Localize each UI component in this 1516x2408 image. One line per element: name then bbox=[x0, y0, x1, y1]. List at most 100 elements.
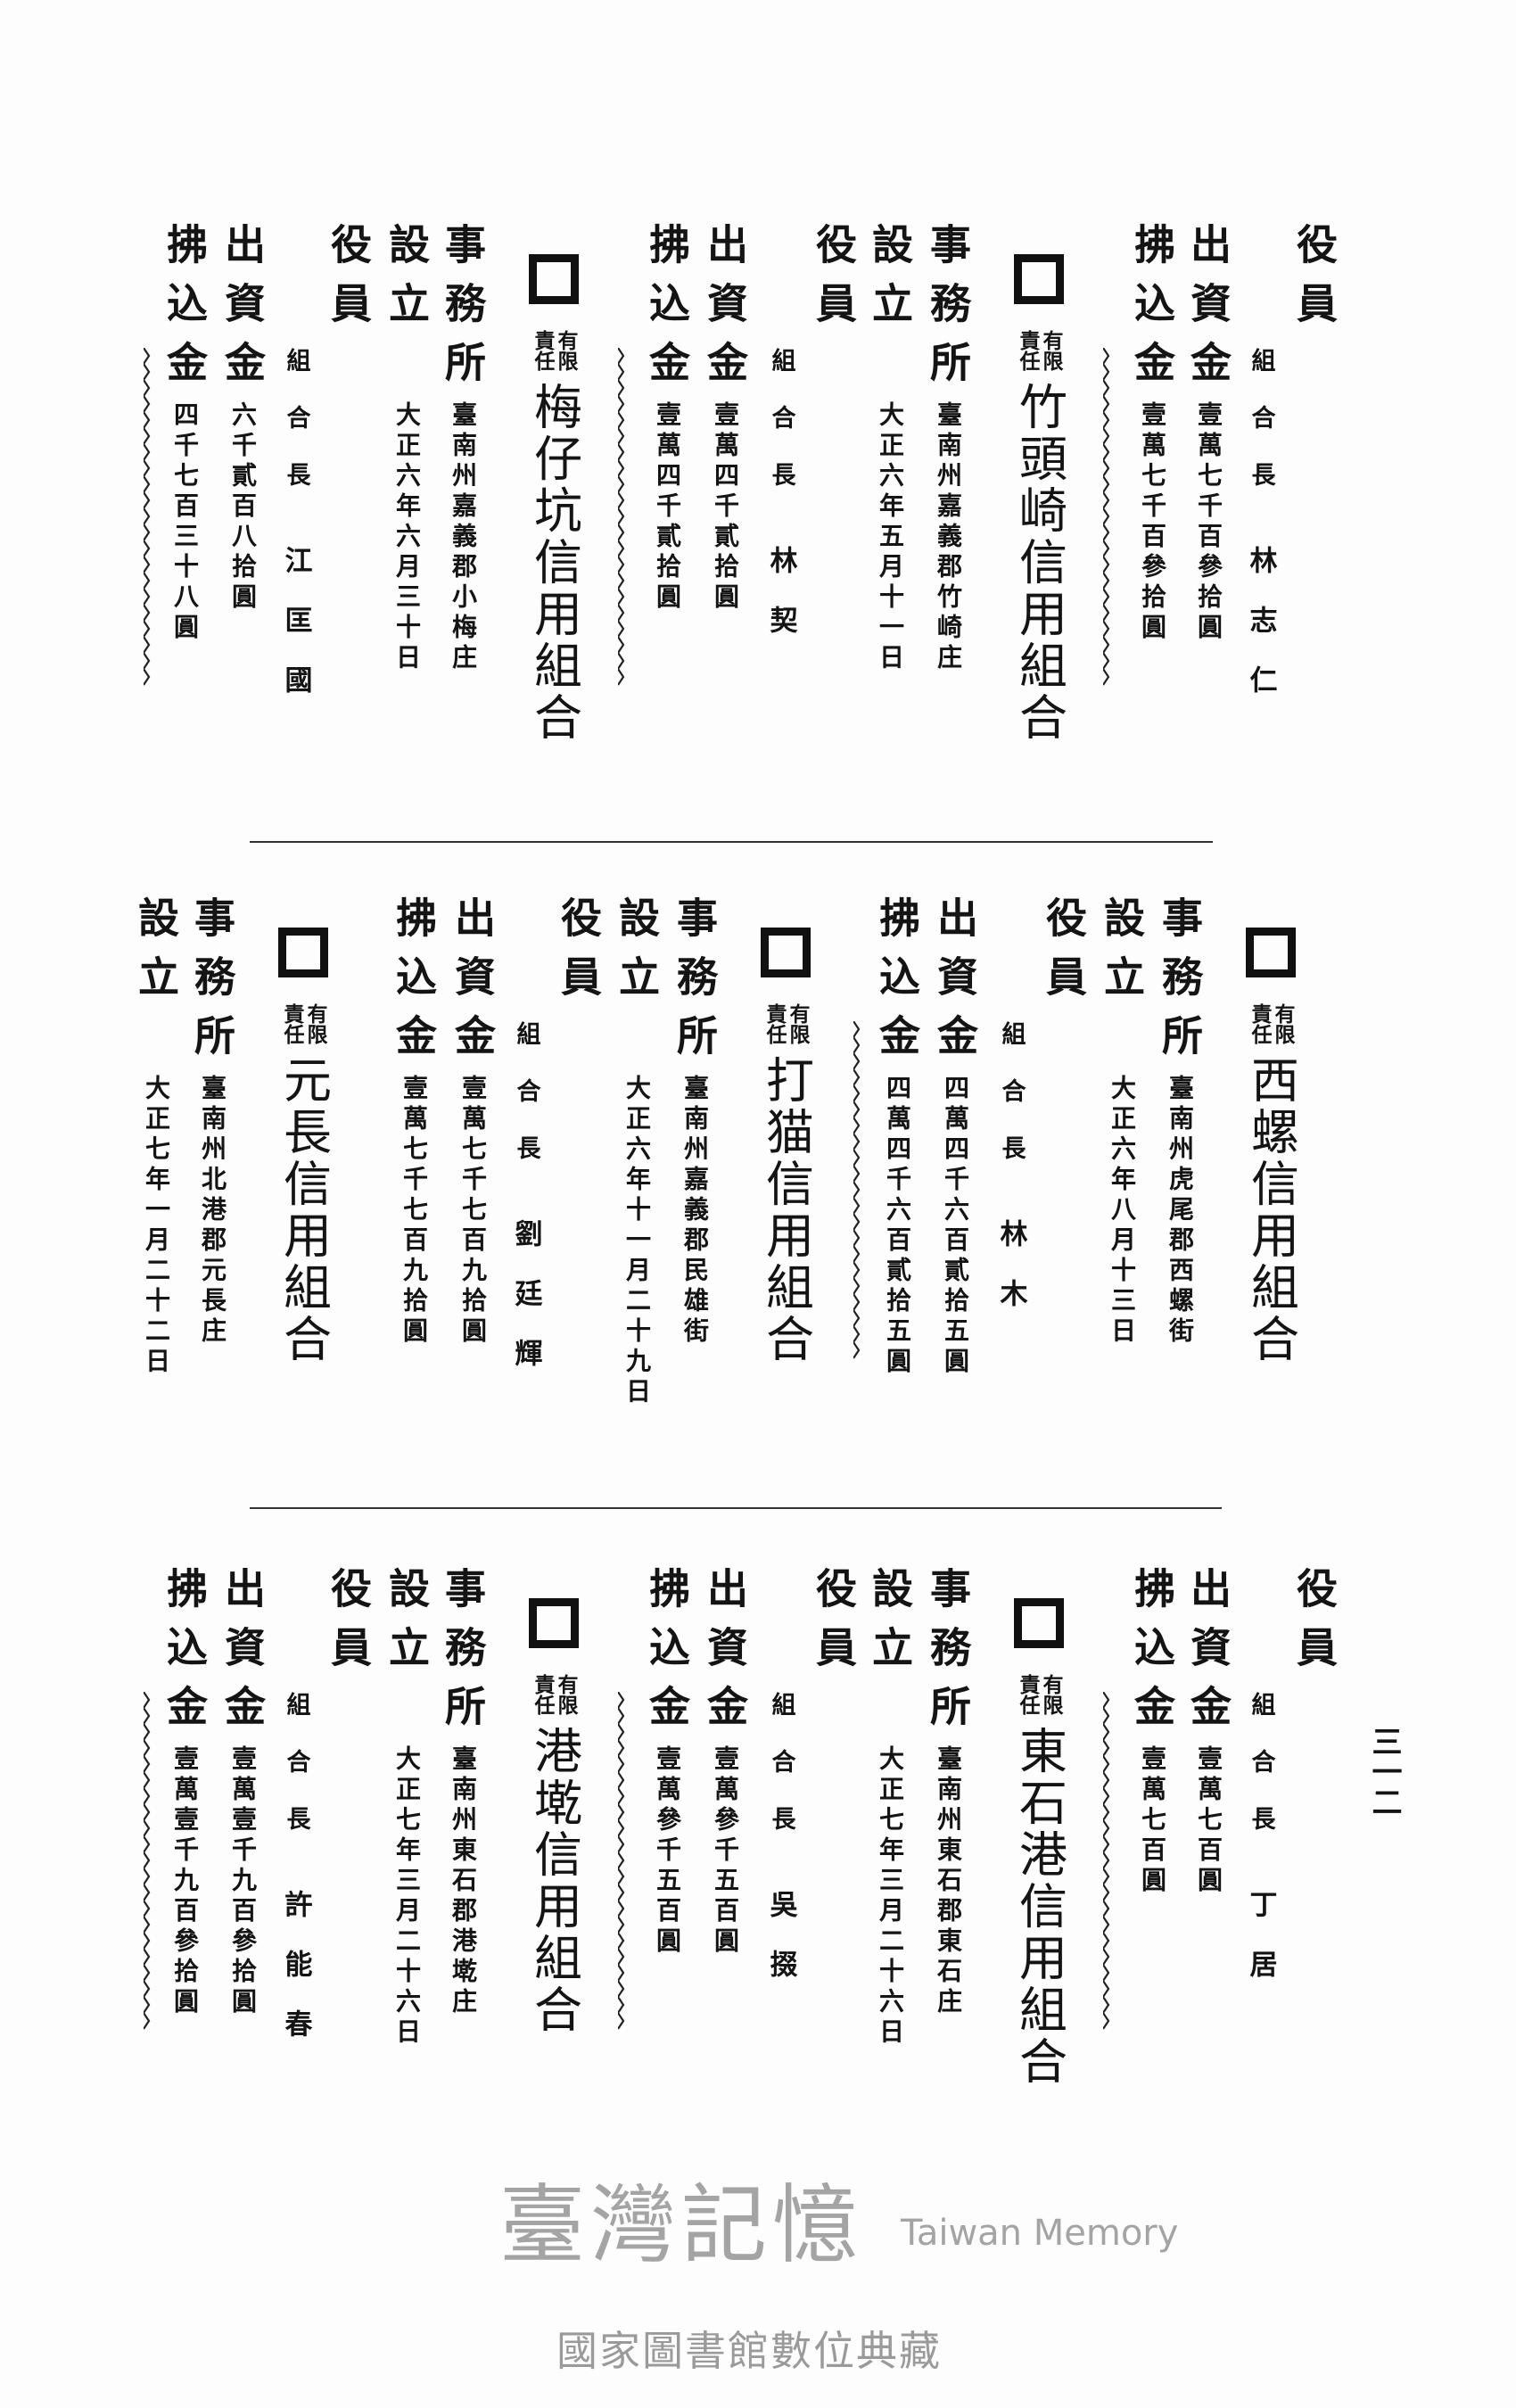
liability-type: 有限責任 bbox=[531, 1674, 578, 1715]
field-label: 出資金 bbox=[701, 1567, 749, 1744]
field-value: 六千貳百八拾圓 bbox=[228, 401, 258, 614]
field-established: 設立大正六年六月三十日 bbox=[378, 223, 435, 847]
liability-type: 有限責任 bbox=[1016, 330, 1063, 371]
field-label: 事務所 bbox=[188, 896, 236, 1073]
field-label: 事務所 bbox=[924, 223, 972, 400]
field-value: 壹萬壹千九百參拾圓 bbox=[170, 1745, 200, 2018]
chairman-entry: 組合長丁居 bbox=[1232, 1567, 1289, 2191]
field-paid: 拂込金壹萬壹千九百參拾圓 bbox=[156, 1567, 213, 2191]
field-label: 役員 bbox=[1290, 223, 1339, 341]
square-bullet-icon bbox=[529, 254, 579, 304]
chairman-entry: 組合長劉廷輝 bbox=[498, 896, 555, 1521]
association-name: 梅仔坑信用組合 bbox=[525, 382, 582, 744]
field-paid: 拂込金四萬四千六百貳拾五圓 bbox=[869, 896, 926, 1521]
field-label: 出資金 bbox=[931, 896, 979, 1073]
field-paid: 拂込金壹萬七千百參拾圓 bbox=[1124, 223, 1181, 847]
field-label: 拂込金 bbox=[1128, 1567, 1176, 1744]
field-label: 設立 bbox=[383, 1567, 431, 1685]
field-label: 拂込金 bbox=[1128, 223, 1176, 400]
field-value: 臺南州北港郡元長庄 bbox=[198, 1075, 227, 1348]
field-value: 壹萬參千五百圓 bbox=[711, 1745, 740, 1958]
chairman-entry: 組合長吳掇 bbox=[753, 1567, 810, 2191]
entries-section: 有限責任西螺信用組合事務所臺南州虎尾郡西螺街設立大正六年八月十三日役員組合長林木… bbox=[0, 896, 1516, 1521]
chairman-role: 組合長 bbox=[282, 1692, 310, 1863]
field-officers: 役員 bbox=[1286, 223, 1343, 847]
square-bullet-icon bbox=[529, 1598, 579, 1648]
chairman-name: 丁居 bbox=[1244, 1890, 1277, 2009]
section-divider bbox=[250, 1507, 1222, 1509]
field-label: 役員 bbox=[555, 896, 603, 1014]
field-value: 臺南州東石郡港墘庄 bbox=[449, 1745, 478, 2018]
field-value: 大正六年十一月二十九日 bbox=[622, 1075, 652, 1408]
field-label: 役員 bbox=[325, 1567, 373, 1685]
field-established: 設立大正七年三月二十六日 bbox=[861, 1567, 919, 2191]
field-established: 設立大正六年五月十一日 bbox=[861, 223, 919, 847]
field-office: 事務所臺南州嘉義郡民雄街 bbox=[666, 896, 723, 1521]
chairman-role: 組合長 bbox=[767, 1692, 795, 1863]
field-paid: 拂込金壹萬參千五百圓 bbox=[639, 1567, 696, 2191]
association-name: 竹頭崎信用組合 bbox=[1010, 382, 1067, 744]
field-label: 設立 bbox=[383, 223, 431, 341]
field-paid: 拂込金壹萬四千貳拾圓 bbox=[639, 223, 696, 847]
watermark-logo-english: Taiwan Memory bbox=[901, 2213, 1179, 2254]
chairman-entry: 組合長林志仁 bbox=[1232, 223, 1289, 847]
chairman-role: 組合長 bbox=[1247, 348, 1275, 519]
association-heading: 有限責任港墘信用組合 bbox=[525, 1567, 582, 2191]
field-label: 事務所 bbox=[439, 1567, 487, 1744]
field-label: 事務所 bbox=[1156, 896, 1204, 1073]
field-label: 拂込金 bbox=[161, 1567, 209, 1744]
field-capital: 出資金壹萬七千百參拾圓 bbox=[1180, 223, 1237, 847]
field-officers: 役員 bbox=[320, 1567, 377, 2191]
association-heading: 有限責任東石港信用組合 bbox=[1010, 1567, 1067, 2191]
field-label: 役員 bbox=[1040, 896, 1088, 1014]
field-paid: 拂込金四千七百三十八圓 bbox=[156, 223, 213, 847]
liability-type: 有限責任 bbox=[762, 1003, 810, 1044]
field-label: 拂込金 bbox=[390, 896, 438, 1073]
field-value: 壹萬七千百參拾圓 bbox=[1138, 401, 1167, 644]
field-label: 事務所 bbox=[671, 896, 719, 1073]
field-established: 設立大正七年一月二十二日 bbox=[128, 896, 185, 1521]
wavy-divider bbox=[1078, 223, 1135, 847]
field-label: 拂込金 bbox=[643, 223, 691, 400]
field-value: 臺南州虎尾郡西螺街 bbox=[1166, 1075, 1195, 1348]
field-capital: 出資金壹萬四千貳拾圓 bbox=[696, 223, 754, 847]
entries-section: 役員組合長林志仁出資金壹萬七千百參拾圓拂込金壹萬七千百參拾圓有限責任竹頭崎信用組… bbox=[0, 223, 1516, 847]
field-value: 壹萬七百圓 bbox=[1138, 1745, 1167, 1897]
association-name: 西螺信用組合 bbox=[1242, 1055, 1299, 1365]
field-value: 大正七年三月二十六日 bbox=[392, 1745, 422, 2049]
field-officers: 役員 bbox=[1035, 896, 1092, 1521]
field-office: 事務所臺南州虎尾郡西螺街 bbox=[1151, 896, 1208, 1521]
footer-credit: 國家圖書館數位典藏 bbox=[556, 2327, 942, 2375]
liability-type: 有限責任 bbox=[1016, 1674, 1063, 1715]
field-officers: 役員 bbox=[1286, 1567, 1343, 2191]
field-value: 臺南州嘉義郡小梅庄 bbox=[449, 401, 478, 674]
field-value: 臺南州東石郡東石庄 bbox=[934, 1745, 963, 2018]
field-label: 出資金 bbox=[1184, 223, 1232, 400]
field-office: 事務所臺南州東石郡東石庄 bbox=[919, 1567, 976, 2191]
field-established: 設立大正六年八月十三日 bbox=[1093, 896, 1150, 1521]
field-office: 事務所臺南州嘉義郡小梅庄 bbox=[434, 223, 491, 847]
field-label: 事務所 bbox=[924, 1567, 972, 1744]
field-value: 大正七年一月二十二日 bbox=[142, 1075, 171, 1378]
wavy-divider bbox=[119, 1567, 176, 2191]
field-label: 役員 bbox=[810, 223, 858, 341]
association-heading: 有限責任竹頭崎信用組合 bbox=[1010, 223, 1067, 847]
association-name: 港墘信用組合 bbox=[525, 1726, 582, 2036]
field-value: 四萬四千六百貳拾五圓 bbox=[941, 1075, 970, 1378]
watermark-logo: 臺灣記憶 bbox=[499, 2175, 863, 2275]
field-established: 設立大正七年三月二十六日 bbox=[378, 1567, 435, 2191]
field-office: 事務所臺南州東石郡港墘庄 bbox=[434, 1567, 491, 2191]
field-officers: 役員 bbox=[805, 1567, 862, 2191]
field-paid: 拂込金壹萬七千七百九拾圓 bbox=[385, 896, 442, 1521]
field-capital: 出資金六千貳百八拾圓 bbox=[214, 223, 271, 847]
field-label: 役員 bbox=[810, 1567, 858, 1685]
field-value: 壹萬七千七百九拾圓 bbox=[400, 1075, 429, 1348]
wavy-divider bbox=[119, 223, 176, 847]
wavy-divider bbox=[828, 896, 886, 1521]
association-heading: 有限責任元長信用組合 bbox=[275, 896, 332, 1521]
page-number: 三一二 bbox=[1366, 1726, 1402, 1817]
association-heading: 有限責任西螺信用組合 bbox=[1242, 896, 1299, 1521]
wavy-divider bbox=[1078, 1567, 1135, 2191]
chairman-role: 組合長 bbox=[1247, 1692, 1275, 1863]
